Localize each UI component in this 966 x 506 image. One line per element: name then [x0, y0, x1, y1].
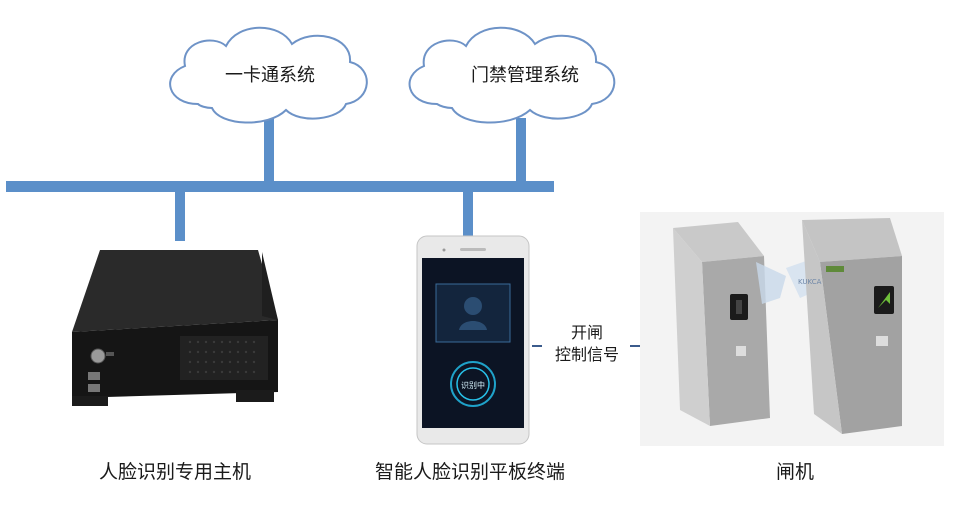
network-lines: [6, 118, 554, 241]
network-bus: [6, 181, 554, 192]
cloud-card-system-label: 一卡通系统: [225, 65, 315, 86]
link-card-system: [264, 118, 274, 182]
terminal-button-text: 识别中: [461, 380, 485, 390]
gate-device-image: [640, 212, 944, 446]
link-host: [175, 191, 185, 241]
cloud-access-system-label: 门禁管理系统: [471, 65, 579, 86]
link-terminal: [463, 191, 473, 241]
signal-line-1: 开闸: [570, 323, 603, 342]
signal-line-2: 控制信号: [554, 345, 619, 364]
cloud-access-system: [408, 26, 616, 124]
host-label: 人脸识别专用主机: [98, 461, 251, 483]
terminal-device-image: [416, 235, 530, 445]
signal-label: 开闸 控制信号: [543, 322, 631, 366]
link-access-system: [516, 118, 526, 182]
terminal-label: 智能人脸识别平板终端: [374, 461, 565, 483]
gate-label: 闸机: [775, 461, 814, 483]
gate-brand: KUKCA: [798, 278, 822, 286]
host-device-image: [72, 250, 278, 406]
cloud-card-system: [169, 26, 368, 124]
